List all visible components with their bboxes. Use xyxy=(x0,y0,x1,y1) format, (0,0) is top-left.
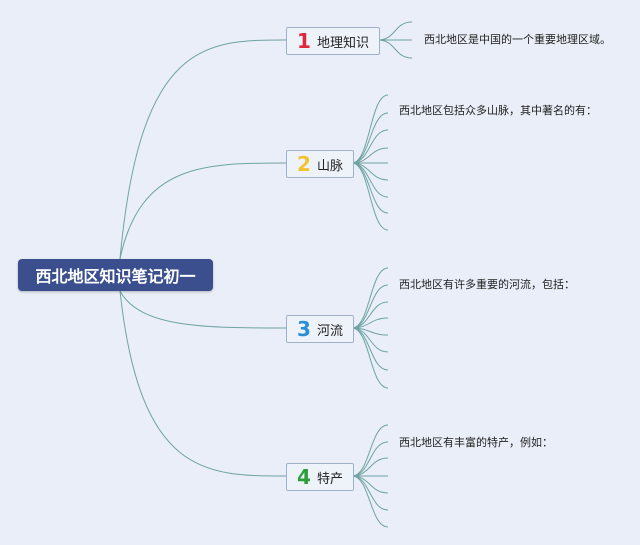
branch-connector xyxy=(119,162,287,260)
note-mountains: 西北地区包括众多山脉，其中著名的有： xyxy=(399,104,597,117)
sub-branch-connector xyxy=(351,327,389,389)
topic-mountains[interactable]: 2 山脉 xyxy=(286,150,354,178)
topic-label: 山脉 xyxy=(316,158,343,174)
sub-branch-connector xyxy=(351,162,389,214)
sub-branch-connector xyxy=(351,457,389,477)
sub-branch-connector xyxy=(351,424,389,477)
sub-branch-connector xyxy=(351,475,389,528)
sub-branch-connector xyxy=(351,129,389,164)
topic-label: 河流 xyxy=(316,323,343,339)
note-rivers: 西北地区有许多重要的河流，包括： xyxy=(399,278,575,291)
topic-number-badge: 2 xyxy=(297,152,311,176)
topic-specialties[interactable]: 4 特产 xyxy=(286,463,354,491)
branch-connector xyxy=(119,290,287,329)
sub-branch-connector xyxy=(377,39,413,59)
topic-number-badge: 4 xyxy=(297,465,311,489)
note-geography: 西北地区是中国的一个重要地理区域。 xyxy=(424,33,611,46)
topic-rivers[interactable]: 3 河流 xyxy=(286,315,354,343)
sub-branch-connector xyxy=(351,441,389,477)
root-topic[interactable]: 西北地区知识笔记初一 xyxy=(18,259,213,291)
note-specialties: 西北地区有丰富的特产，例如： xyxy=(399,436,553,449)
sub-branch-connector xyxy=(351,162,389,231)
sub-branch-connector xyxy=(351,94,389,164)
sub-branch-connector xyxy=(351,475,389,511)
topic-number-badge: 1 xyxy=(297,29,311,53)
branch-connector xyxy=(119,290,287,477)
branch-connector xyxy=(119,39,287,260)
topic-label: 特产 xyxy=(316,471,343,487)
root-topic-label: 西北地区知识笔记初一 xyxy=(35,267,196,286)
sub-branch-connector xyxy=(351,267,389,329)
topic-number-badge: 3 xyxy=(297,317,311,341)
sub-branch-connector xyxy=(351,475,389,494)
topic-label: 地理知识 xyxy=(316,35,369,51)
sub-branch-connector xyxy=(351,284,389,329)
topic-geography-knowledge[interactable]: 1 地理知识 xyxy=(286,27,380,55)
sub-branch-connector xyxy=(377,21,413,41)
sub-branch-connector xyxy=(351,162,389,198)
